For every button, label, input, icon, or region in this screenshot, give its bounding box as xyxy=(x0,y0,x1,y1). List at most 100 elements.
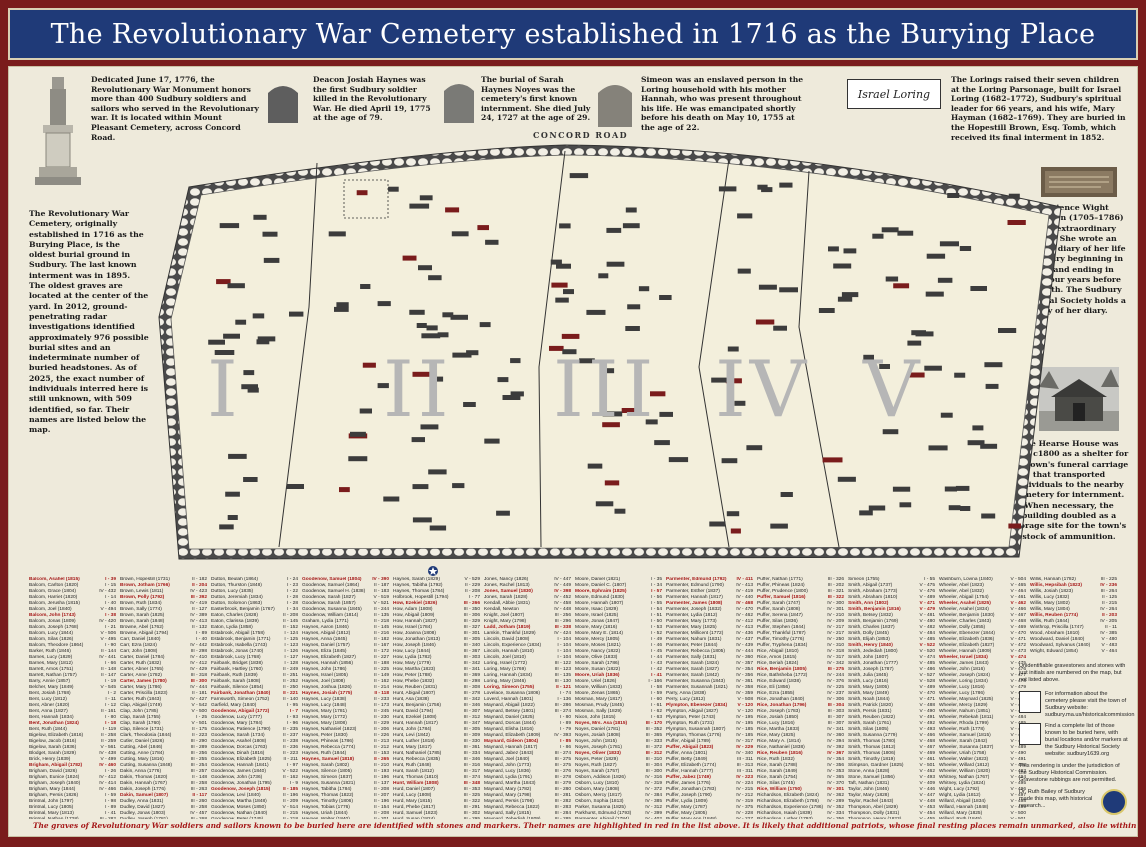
info-note-4: Gravestone rubbings are not permitted. xyxy=(1019,777,1117,783)
name-text: Haynes, Samuel (1818) xyxy=(302,757,354,762)
name-text: Jones, Nancy (1826) xyxy=(484,577,529,582)
name-text: Haynes, Daniel (1757) xyxy=(302,643,350,648)
name-entry: Whitney, Lydia (1824)V - 495 xyxy=(939,781,1026,787)
name-text: Barrett, Nathan (1757) xyxy=(29,673,77,678)
grave-marker xyxy=(944,486,957,492)
name-entry: Puffer, Timothy (1776)IV - 250 xyxy=(757,637,844,643)
qr-code-1[interactable] xyxy=(1019,691,1041,713)
grave-location: III - 372 xyxy=(645,745,662,750)
name-text: Goodenow, Sarah (1827) xyxy=(302,595,356,600)
name-entry: Maynard, Sally (1815)III - 284 xyxy=(484,811,571,817)
name-entry: Balcom, Carlton (1820)I - 15 xyxy=(29,583,116,589)
grave-location: V - 454 xyxy=(919,811,935,816)
name-text: Maynard, Lydia (1791) xyxy=(484,775,532,780)
grave-marker xyxy=(837,296,853,302)
name-entry: Parmenter, Esther (1837)IV - 419 xyxy=(666,589,753,595)
name-entry: Easterbrook, Benjamin (1767)I - 34 xyxy=(211,607,298,613)
name-text: Goodenow, Jonathan (1795) xyxy=(211,781,272,786)
grave-location: III - 254 xyxy=(190,763,207,768)
name-text: Brintnal, Nathan (1728) xyxy=(29,817,79,819)
name-text: Rice, Mary (1825) xyxy=(757,733,796,738)
name-entry: Hunt, Sarah (1812)III - 317 xyxy=(393,769,480,775)
name-entry: Parmenter, Nahum (1831)IV - 437 xyxy=(666,637,753,643)
name-entry: Dutton, Lucy (1835)I - 22 xyxy=(211,589,298,595)
name-text: Brown, Jotham (1766) xyxy=(120,583,170,588)
grave-location: I - 14 xyxy=(105,595,116,600)
name-entry: Smith, Abraham (1810)V - 489 xyxy=(848,595,935,601)
grave-location: V - 497 xyxy=(1010,793,1026,798)
name-text: Smith, Elijah (1853) xyxy=(848,637,890,642)
name-text: Rice, Jonathan (1840) xyxy=(757,697,805,702)
name-text: Dudley, Joseph (1781) xyxy=(120,817,168,819)
grave-location: IV - 423 xyxy=(190,589,207,594)
grave-location: V - 120 xyxy=(737,709,753,714)
grave-location: IV - 412 xyxy=(99,775,116,780)
grave-location: V - 447 xyxy=(919,793,935,798)
grave-marker xyxy=(985,383,999,389)
grave-location: II - 251 xyxy=(283,673,298,678)
grave-location: III - 367 xyxy=(463,649,480,654)
grave-marker xyxy=(377,301,391,307)
grave-marker xyxy=(247,387,259,393)
grave-location: I - 53 xyxy=(651,625,662,630)
grave-location: III - 325 xyxy=(463,793,480,798)
name-entry: Puffer, Anna (1801)IV - 340 xyxy=(666,751,753,757)
name-text: Haynes, Sarah (1802) xyxy=(302,763,349,768)
name-entry: Moore, Uriel (1826)I - 166 xyxy=(575,679,662,685)
grave-location: III - 347 xyxy=(463,721,480,726)
grave-location: V - 480 xyxy=(1101,637,1117,642)
name-entry: Noyes, Sarah (1757)III - 300 xyxy=(575,769,662,775)
name-text: Brintnal, Lucy (1805) xyxy=(29,805,74,810)
name-entry: How, Lydia (1782)III - 303 xyxy=(393,655,480,661)
grave-location: II - 215 xyxy=(1102,601,1117,606)
grave-marker xyxy=(450,314,468,320)
name-text: Goodenow, Abigail (1772) xyxy=(211,709,270,714)
name-entry: Hunt, Levi (1842)III - 309 xyxy=(393,733,480,739)
grave-location: II - 172 xyxy=(374,649,389,654)
grave-location: V - 491 xyxy=(919,715,935,720)
grave-marker xyxy=(412,484,429,490)
name-text: Wheeler, Lucy (1786) xyxy=(939,691,985,696)
name-entry: Bigelow, Sarah (1836)V - 561 xyxy=(29,745,116,751)
simeon-gravestone-photo xyxy=(598,85,632,127)
grave-marker xyxy=(485,239,499,245)
grave-location: I - 15 xyxy=(105,583,116,588)
name-text: Clap, Sarah (1760) xyxy=(120,721,161,726)
grave-marker xyxy=(496,510,510,516)
name-text: Osborn, Lucy (1810) xyxy=(575,781,619,786)
name-text: Wheeler, Nahum (1851) xyxy=(939,709,990,714)
grave-location: IV - 367 xyxy=(827,751,844,756)
grave-location: IV - 341 xyxy=(827,727,844,732)
name-text: Puffer, Abigail (1823) xyxy=(666,745,714,750)
name-text: Rice, Jonathan (1796) xyxy=(757,703,807,708)
grave-marker xyxy=(940,412,953,418)
grave-location: III - 300 xyxy=(190,679,207,684)
name-text: Goodenow, Joseph (1815) xyxy=(211,787,271,792)
grave-marker xyxy=(972,425,984,431)
name-entry: Brown, Lewis (1811)IV - 423 xyxy=(120,589,207,595)
loring-caption: The Lorings raised their seven children … xyxy=(951,75,1126,142)
name-entry: Brown, Hopestill (1731)II - 182 xyxy=(120,577,207,583)
name-text: Blodget, Sarah (1829) xyxy=(29,751,76,756)
name-entry: Parmenter, Millicent (1772)IV - 436 xyxy=(666,631,753,637)
name-entry: Rice, Reuben (1816)IV - 367 xyxy=(757,751,844,757)
name-text: Richardson, Isaiah (1839) xyxy=(757,811,812,816)
name-text: Moore, Uriah (1836) xyxy=(575,673,620,678)
grave-location: IV - 402 xyxy=(645,817,662,819)
name-entry: Jones, Sarah (1828)IV - 452 xyxy=(484,595,571,601)
name-text: Eaton, Charles (1828) xyxy=(211,613,258,618)
name-entry: Goodenow, Hannah (1841)I - 97 xyxy=(211,763,298,769)
name-entry: Hunt, Benjamin (1756)III - 346 xyxy=(393,703,480,709)
name-entry: Maynard, Joel (1840)III - 275 xyxy=(484,757,571,763)
name-entry: Parry, Anna (1838)IV - 359 xyxy=(666,691,753,697)
name-text: Maynard, Dorcas (1844) xyxy=(484,721,536,726)
grave-location: V - 481 xyxy=(919,613,935,618)
grave-location: II - 118 xyxy=(374,691,389,696)
name-entry: Taylor, John (1846)V - 446 xyxy=(848,787,935,793)
name-text: Maynard, Rebecca (1822) xyxy=(484,805,540,810)
name-text: Parmenter, Mary (1773) xyxy=(666,619,717,624)
qr-code-2[interactable] xyxy=(1019,723,1041,745)
name-text: Moore, Sarah (1786) xyxy=(575,661,620,666)
name-entry: Plympton, Ruth (1731)IV - 195 xyxy=(666,721,753,727)
grave-location: IV - 212 xyxy=(736,793,753,798)
